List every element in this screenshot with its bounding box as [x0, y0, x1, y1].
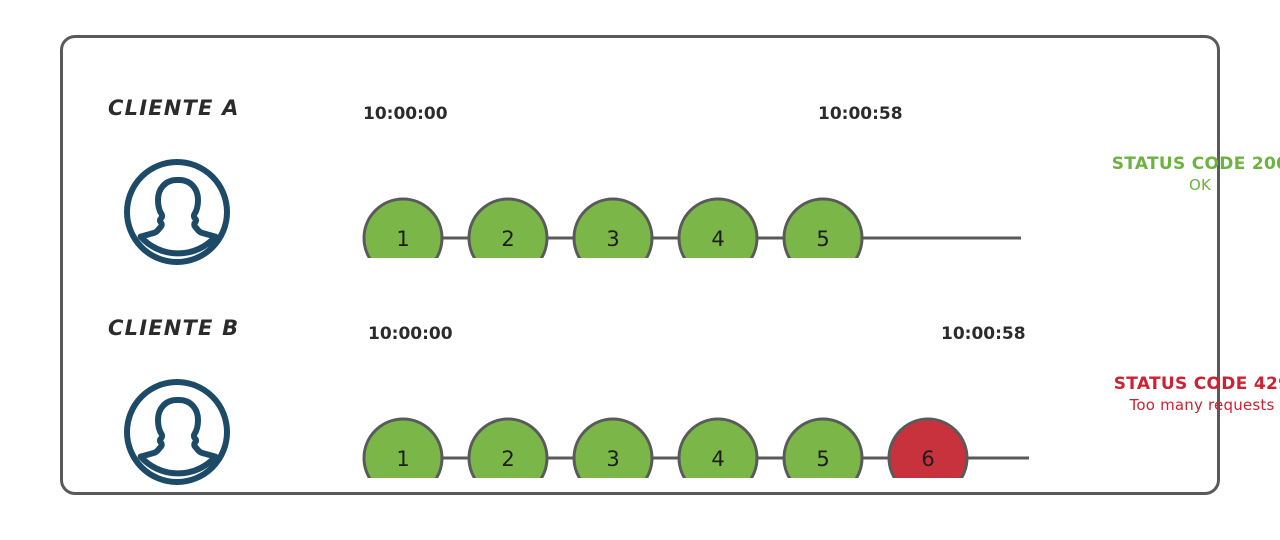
request-node-1[interactable] — [362, 197, 444, 258]
client-b-end-time: 10:00:58 — [941, 324, 1026, 344]
client-b-status-message: Too many requests — [1129, 395, 1275, 414]
client-a-label: CLIENTE A — [108, 96, 240, 120]
user-avatar-icon — [124, 159, 230, 265]
request-node-1[interactable] — [362, 417, 444, 478]
client-a-start-time: 10:00:00 — [363, 104, 448, 124]
client-a-end-time: 10:00:58 — [818, 104, 903, 124]
request-node-5[interactable] — [782, 197, 864, 258]
request-node-3[interactable] — [572, 417, 654, 478]
client-a-status-message: OK — [1188, 175, 1212, 194]
request-node-4[interactable] — [677, 197, 759, 258]
request-node-6[interactable] — [887, 417, 969, 478]
client-b-avatar — [121, 376, 233, 488]
request-node-2[interactable] — [467, 417, 549, 478]
client-b-start-time: 10:00:00 — [368, 324, 453, 344]
user-avatar-icon — [124, 379, 230, 485]
client-b-label: CLIENTE B — [108, 316, 240, 340]
request-node-3[interactable] — [572, 197, 654, 258]
client-b-status-code: STATUS CODE 429 — [1113, 374, 1280, 394]
client-a-avatar — [121, 156, 233, 268]
request-node-4[interactable] — [677, 417, 759, 478]
client-a-status-code: STATUS CODE 200 — [1111, 154, 1280, 174]
request-node-5[interactable] — [782, 417, 864, 478]
client-b-status: STATUS CODE 429 Too many requests — [1087, 374, 1280, 415]
request-node-2[interactable] — [467, 197, 549, 258]
client-a-status: STATUS CODE 200 OK — [1085, 154, 1280, 195]
